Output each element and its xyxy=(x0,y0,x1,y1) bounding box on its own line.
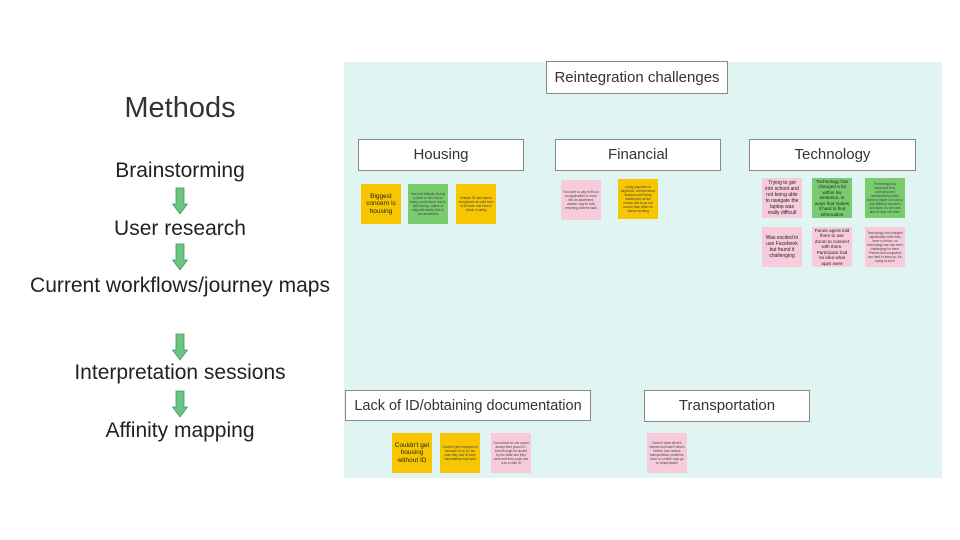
methods-title: Methods xyxy=(124,92,236,124)
down-arrow-icon xyxy=(172,333,188,361)
sticky-note: Doesn't have driver's license and hasn't… xyxy=(647,433,687,473)
sticky-note: You have to pay to fill out an applicati… xyxy=(561,180,601,220)
sticky-note: Parole agent told them to use Zoom to co… xyxy=(812,227,852,267)
sticky-note: Found that no one would accept their pri… xyxy=(491,433,531,473)
sticky-note: Trying to get into school and not being … xyxy=(762,178,802,218)
sticky-note: Couldn't get housing without ID xyxy=(392,433,432,473)
board-title: Reintegration challenges xyxy=(546,61,728,94)
affinity-board: Reintegration challenges Housing Biggest… xyxy=(344,61,942,478)
category-financial: Financial xyxy=(555,139,721,171)
down-arrow-icon xyxy=(172,390,188,418)
step-user-research: User research xyxy=(114,217,246,240)
sticky-note: Technology has advanced a lot, confusing… xyxy=(865,178,905,218)
sticky-note: Living paycheck to paycheck, worried abo… xyxy=(618,179,658,219)
sticky-note: Veteran ID card wasn't recognized as val… xyxy=(456,184,496,224)
step-interpretation-sessions: Interpretation sessions xyxy=(74,361,286,384)
sticky-note: Technology has changed a lot within his … xyxy=(812,178,852,218)
step-affinity-mapping: Affinity mapping xyxy=(105,419,255,442)
methods-panel: Methods Brainstorming User research Curr… xyxy=(0,0,360,540)
sticky-note: Has had difficulty finding a place to re… xyxy=(408,184,448,224)
step-current-workflows: Current workflows/journey maps xyxy=(30,274,330,297)
category-technology: Technology xyxy=(749,139,916,171)
sticky-note: Technology had changed significantly whi… xyxy=(865,227,905,267)
category-transportation: Transportation xyxy=(644,390,810,422)
category-housing: Housing xyxy=(358,139,524,171)
down-arrow-icon xyxy=(172,187,188,215)
sticky-note: Couldn't get employment because of no ID… xyxy=(440,433,480,473)
sticky-note: Biggest concern is housing xyxy=(361,184,401,224)
down-arrow-icon xyxy=(172,243,188,271)
sticky-note: Was excited to use Facebook but found it… xyxy=(762,227,802,267)
step-brainstorming: Brainstorming xyxy=(115,159,245,182)
category-lack-of-id: Lack of ID/obtaining documentation xyxy=(345,390,591,421)
